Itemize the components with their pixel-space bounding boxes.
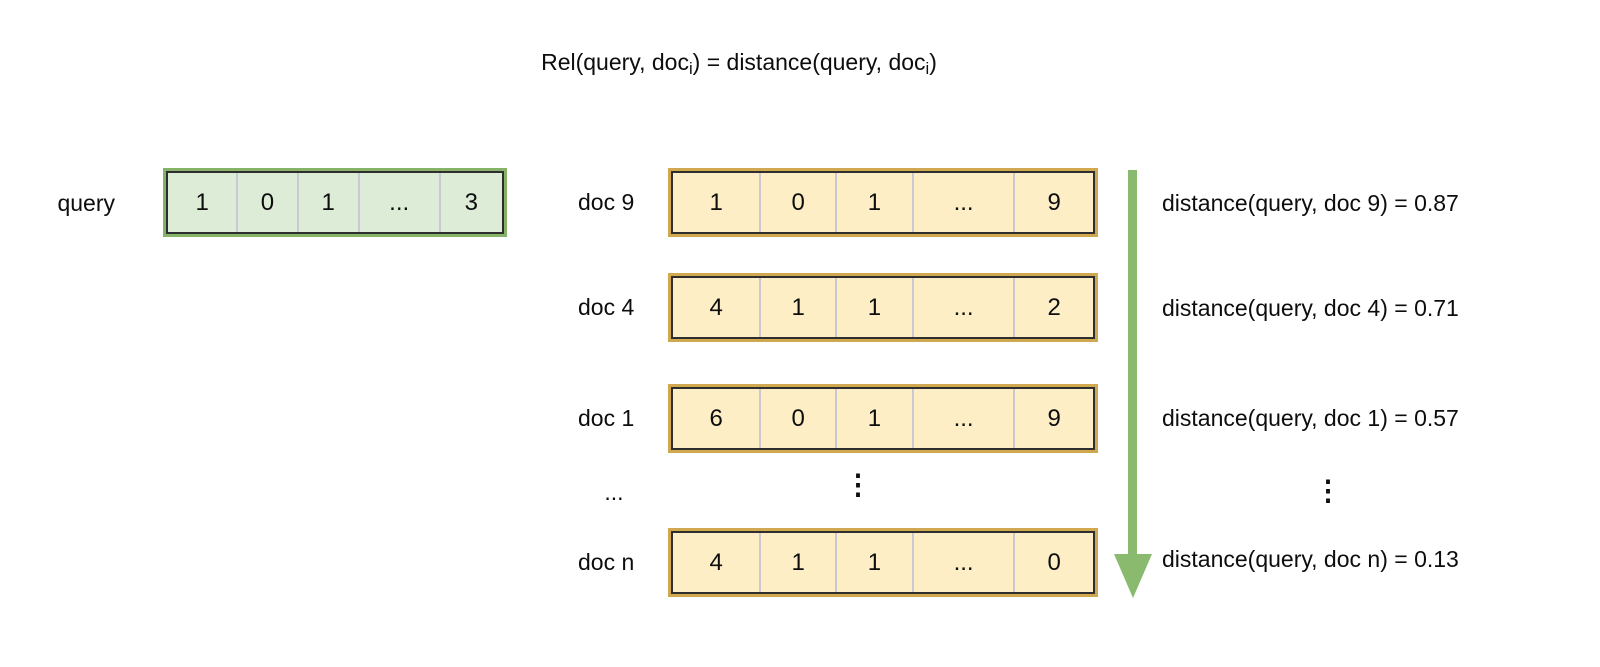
- doc-label: doc 9: [578, 189, 635, 215]
- doc-label: doc n: [578, 549, 635, 575]
- vector-cell: 0: [236, 173, 296, 232]
- formula-part: Rel(query, doc: [541, 49, 689, 75]
- distance-value: distance(query, doc 9) = 0.87: [1162, 190, 1459, 216]
- doc-vector: 1 0 1 ... 9: [668, 168, 1098, 237]
- vector-cell: 0: [759, 389, 835, 448]
- vector-cell-ellipsis: ...: [911, 173, 1014, 232]
- doc-vector-cells: 4 1 1 ... 0: [671, 531, 1095, 594]
- doc-vector-cells: 6 0 1 ... 9: [671, 387, 1095, 450]
- vector-cell: 1: [709, 188, 723, 216]
- doc-vector-cells: 4 1 1 ... 2: [671, 276, 1095, 339]
- vector-cell: 4: [709, 548, 723, 576]
- doc-label: doc 4: [578, 294, 635, 320]
- vector-cell: 1: [296, 173, 358, 232]
- vector-cell: 1: [759, 533, 835, 592]
- vector-cell-ellipsis: ...: [911, 389, 1014, 448]
- vector-cell: 9: [1013, 389, 1093, 448]
- vector-cell: 1: [835, 278, 912, 337]
- doc-label: doc 1: [578, 405, 635, 431]
- distance-value: distance(query, doc n) = 0.13: [1162, 546, 1459, 572]
- formula-subscript-i: i: [925, 59, 930, 79]
- vector-cell: 9: [1013, 173, 1093, 232]
- query-label: query: [57, 190, 115, 216]
- vector-cell: 1: [835, 173, 912, 232]
- doc-vector: 4 1 1 ... 0: [668, 528, 1098, 597]
- distance-value: distance(query, doc 1) = 0.57: [1162, 405, 1459, 431]
- vector-cell: 2: [1013, 278, 1093, 337]
- doc-vector: 4 1 1 ... 2: [668, 273, 1098, 342]
- vector-cell: 1: [759, 278, 835, 337]
- vector-cell-ellipsis: ...: [911, 278, 1014, 337]
- vector-cell: 6: [709, 404, 723, 432]
- vector-cell: 0: [759, 173, 835, 232]
- formula-part: ): [929, 49, 937, 75]
- vector-cell: 3: [438, 173, 502, 232]
- distance-value: distance(query, doc 4) = 0.71: [1162, 295, 1459, 321]
- doc-labels-ellipsis: ...: [604, 479, 624, 505]
- formula-part: ) = distance(query, doc: [692, 49, 926, 75]
- ranking-arrow-line: [1128, 170, 1137, 556]
- vector-cell: 1: [835, 533, 912, 592]
- ranking-arrow-head-icon: [1114, 554, 1152, 598]
- doc-vector: 6 0 1 ... 9: [668, 384, 1098, 453]
- vector-cell: 1: [835, 389, 912, 448]
- doc-vector-cells: 1 0 1 ... 9: [671, 171, 1095, 234]
- vector-cell-ellipsis: ...: [911, 533, 1014, 592]
- distance-values-ellipsis: ⋮: [1314, 475, 1342, 506]
- query-vector-cells: 1 0 1 ... 3: [166, 171, 504, 234]
- formula-subscript-i: i: [688, 59, 693, 79]
- vector-cell: 1: [195, 188, 209, 216]
- vector-cell-ellipsis: ...: [357, 173, 439, 232]
- vector-cell: 4: [709, 293, 723, 321]
- query-vector: 1 0 1 ... 3: [163, 168, 507, 237]
- vector-cell: 0: [1013, 533, 1093, 592]
- doc-vectors-ellipsis: ⋮: [844, 469, 872, 500]
- formula-title: Rel(query, doci) = distance(query, doci): [0, 49, 1478, 82]
